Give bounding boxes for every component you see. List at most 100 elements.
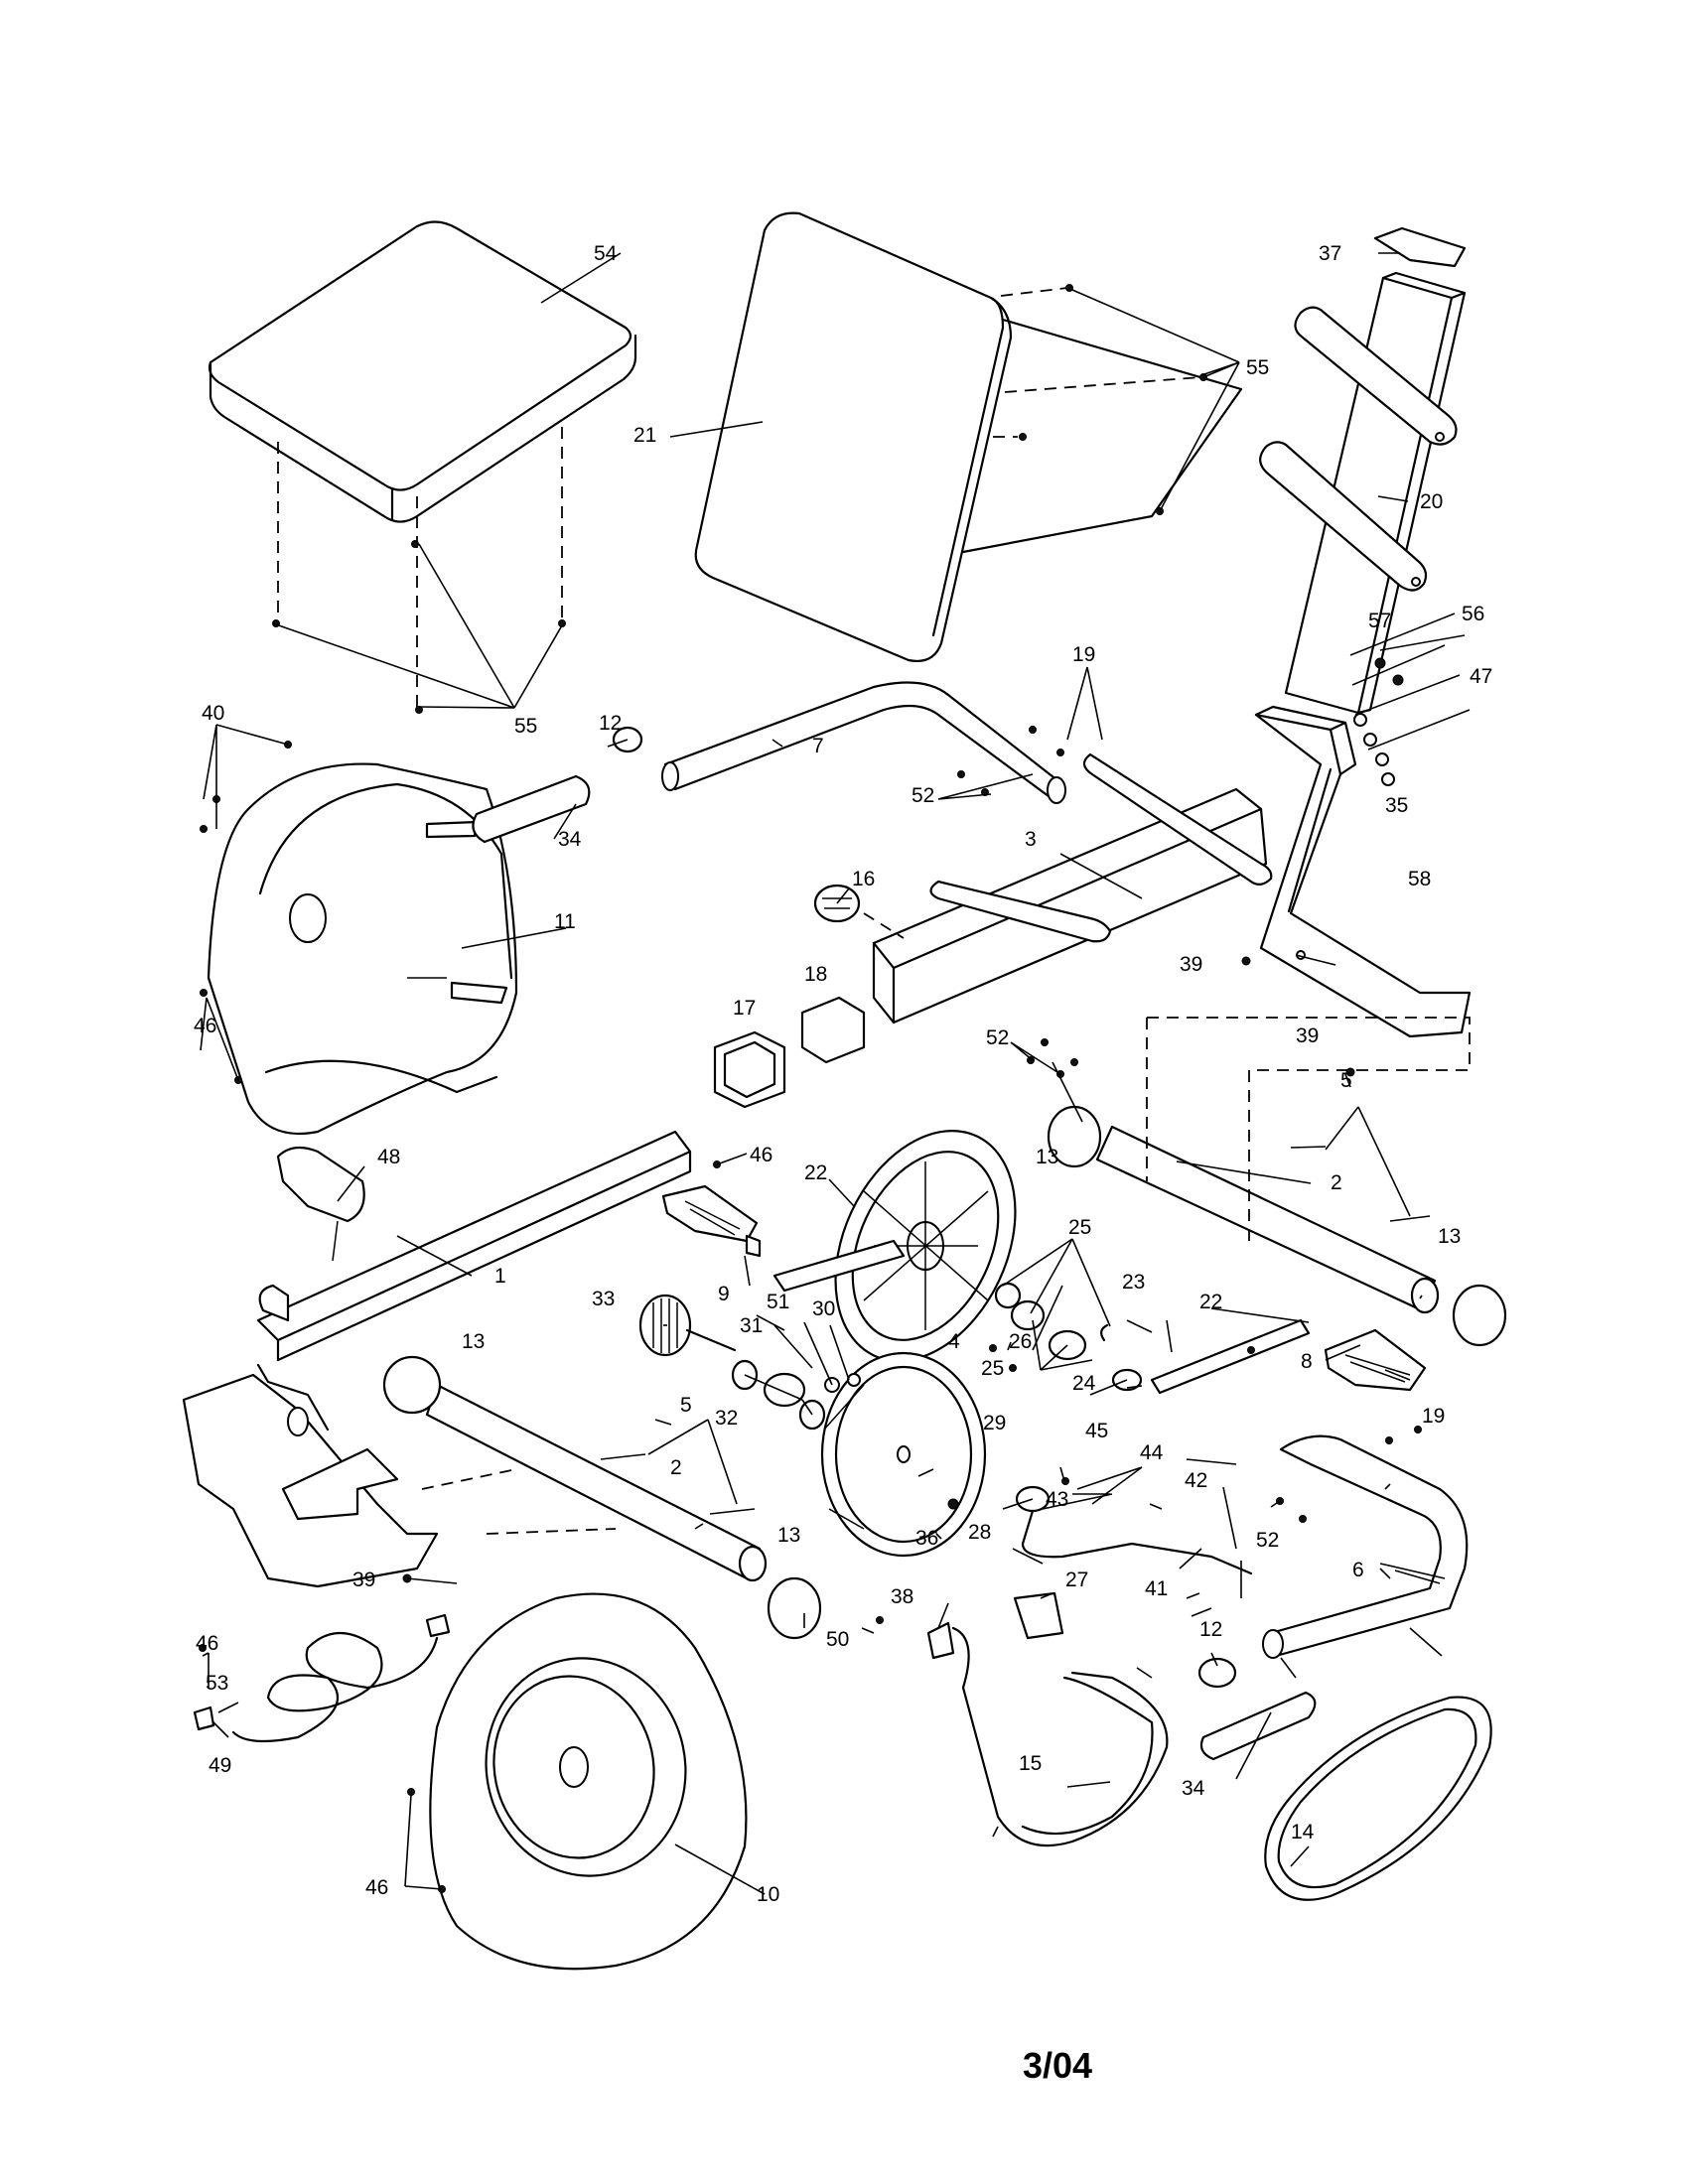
callout-34: 34	[558, 828, 582, 851]
knob-16-part	[813, 884, 905, 939]
callout-39: 39	[1296, 1024, 1319, 1047]
callout-13: 13	[1438, 1225, 1461, 1248]
callout-2: 2	[670, 1456, 682, 1479]
callout-4: 4	[948, 1330, 960, 1353]
callout-46: 46	[194, 1015, 216, 1037]
callout-47: 47	[1470, 665, 1492, 688]
callout-26: 26	[1009, 1330, 1032, 1353]
bracket-17-18-part	[713, 996, 866, 1109]
bolts-47-56	[1349, 613, 1471, 786]
callout-53: 53	[206, 1672, 228, 1695]
callout-16: 16	[852, 868, 875, 890]
callout-13: 13	[777, 1524, 800, 1547]
page-date-code: 3/04	[1023, 2045, 1093, 2086]
callout-34: 34	[1182, 1777, 1205, 1800]
callout-58: 58	[1408, 868, 1431, 890]
pulley-wheel-part	[820, 1351, 987, 1558]
callout-55: 55	[1246, 356, 1269, 379]
callout-21: 21	[633, 424, 656, 447]
callout-46: 46	[196, 1632, 218, 1655]
chain-guard-part	[429, 1592, 748, 1971]
callout-23: 23	[1122, 1271, 1145, 1294]
callout-31: 31	[740, 1314, 763, 1337]
left-pedal-part	[661, 1184, 762, 1258]
callout-55: 55	[514, 715, 537, 738]
callout-20: 20	[1420, 490, 1443, 513]
callout-22: 22	[1199, 1291, 1222, 1313]
callout-42: 42	[1185, 1469, 1207, 1492]
callout-17: 17	[733, 997, 756, 1020]
handlebar-part	[472, 726, 1469, 1761]
callout-48: 48	[377, 1146, 400, 1168]
right-pedal-part	[1324, 1328, 1427, 1392]
callout-6: 6	[1352, 1559, 1364, 1581]
callout-51: 51	[767, 1291, 789, 1313]
pulley-crank-part	[772, 1130, 1017, 1362]
callout-32: 32	[715, 1407, 738, 1430]
callout-54: 54	[594, 242, 618, 265]
callout-5: 5	[680, 1394, 692, 1417]
stabilizer-rear-part	[1047, 1017, 1507, 1347]
callout-25: 25	[1068, 1216, 1091, 1239]
callout-15: 15	[1019, 1752, 1042, 1775]
brake-strap-part	[951, 1626, 1169, 1847]
callout-57: 57	[1368, 610, 1391, 632]
callout-13: 13	[462, 1330, 485, 1353]
callout-28: 28	[968, 1521, 991, 1544]
callout-45: 45	[1085, 1420, 1108, 1442]
callout-33: 33	[592, 1288, 615, 1310]
callout-46: 46	[365, 1876, 388, 1899]
callout-40: 40	[202, 702, 224, 725]
callout-9: 9	[718, 1283, 730, 1305]
callout-25: 25	[981, 1357, 1004, 1380]
callout-49: 49	[209, 1754, 231, 1777]
callout-22: 22	[804, 1161, 827, 1184]
seat-cushion-part	[208, 220, 637, 707]
callout-3: 3	[1025, 828, 1037, 851]
callout-52: 52	[912, 784, 934, 807]
callout-29: 29	[983, 1412, 1006, 1434]
callout-10: 10	[757, 1883, 779, 1906]
callout-30: 30	[812, 1297, 835, 1320]
callout-12: 12	[599, 712, 622, 735]
callout-41: 41	[1145, 1577, 1168, 1600]
bolts-5	[600, 1146, 1431, 1515]
stabilizer-front-part	[382, 1355, 822, 1640]
callout-52: 52	[1256, 1529, 1279, 1552]
callout-2: 2	[1331, 1171, 1342, 1194]
callout-5: 5	[1340, 1069, 1352, 1092]
seat-frame-part	[872, 752, 1273, 1024]
callout-1: 1	[494, 1265, 506, 1288]
callout-39: 39	[1180, 953, 1202, 976]
callout-38: 38	[891, 1585, 913, 1608]
callout-11: 11	[554, 910, 576, 933]
drive-belt-part	[1264, 1696, 1492, 1901]
callout-36: 36	[915, 1527, 938, 1550]
callout-24: 24	[1072, 1372, 1096, 1395]
callout-18: 18	[804, 963, 827, 986]
backrest-part	[694, 211, 1243, 662]
callout-8: 8	[1301, 1350, 1313, 1373]
main-frame-part	[182, 1130, 692, 1588]
callout-12: 12	[1199, 1618, 1222, 1641]
callout-19: 19	[1072, 643, 1095, 666]
pulse-wire-part	[193, 1613, 451, 1743]
callout-7: 7	[812, 735, 824, 757]
callout-14: 14	[1291, 1821, 1315, 1843]
callout-13: 13	[1036, 1146, 1058, 1168]
callout-27: 27	[1065, 1569, 1088, 1591]
right-crank-arm-part	[994, 1282, 1311, 1395]
callout-labels: 54 21 55 37 20 56 57 47 35 58 55 40 12 7…	[194, 242, 1492, 1906]
callout-39: 39	[352, 1569, 375, 1591]
callout-19: 19	[1422, 1405, 1445, 1428]
seat-crossbar-part	[661, 681, 1066, 804]
callout-43: 43	[1046, 1488, 1068, 1511]
callout-52: 52	[986, 1026, 1009, 1049]
callout-44: 44	[1140, 1441, 1164, 1464]
callout-50: 50	[826, 1628, 849, 1651]
callout-56: 56	[1462, 603, 1484, 625]
callout-37: 37	[1319, 242, 1341, 265]
leader-lines	[200, 252, 1446, 1895]
callout-35: 35	[1385, 794, 1408, 817]
